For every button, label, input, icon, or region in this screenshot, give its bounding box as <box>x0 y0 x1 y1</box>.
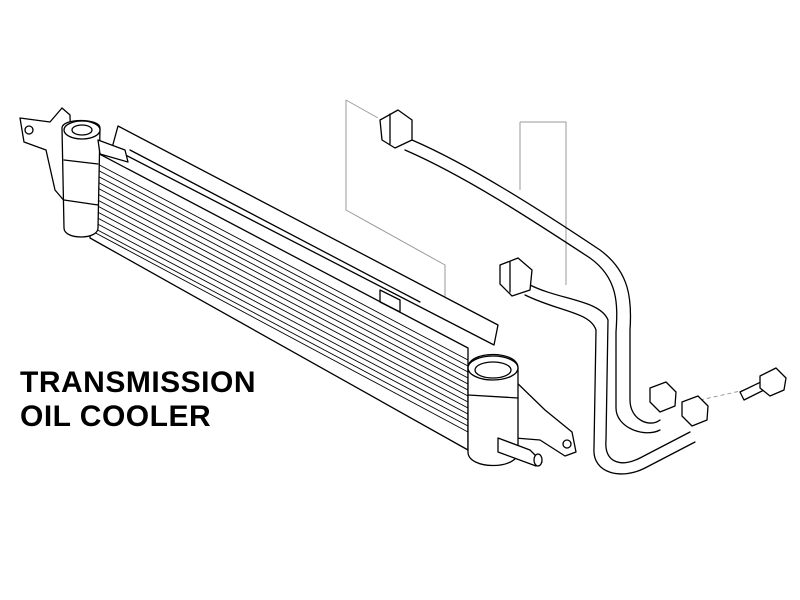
oil-cooler-core <box>87 125 499 451</box>
caption-line-1: TRANSMISSION <box>20 366 257 399</box>
right-end-tank <box>467 353 577 467</box>
left-end-tank <box>19 107 129 238</box>
caption-line-2: OIL COOLER <box>20 400 212 433</box>
oil-lines <box>379 109 709 475</box>
diagram-caption: TRANSMISSION OIL COOLER <box>20 366 256 434</box>
leader-lines <box>345 99 746 401</box>
mounting-bolt <box>739 367 787 401</box>
